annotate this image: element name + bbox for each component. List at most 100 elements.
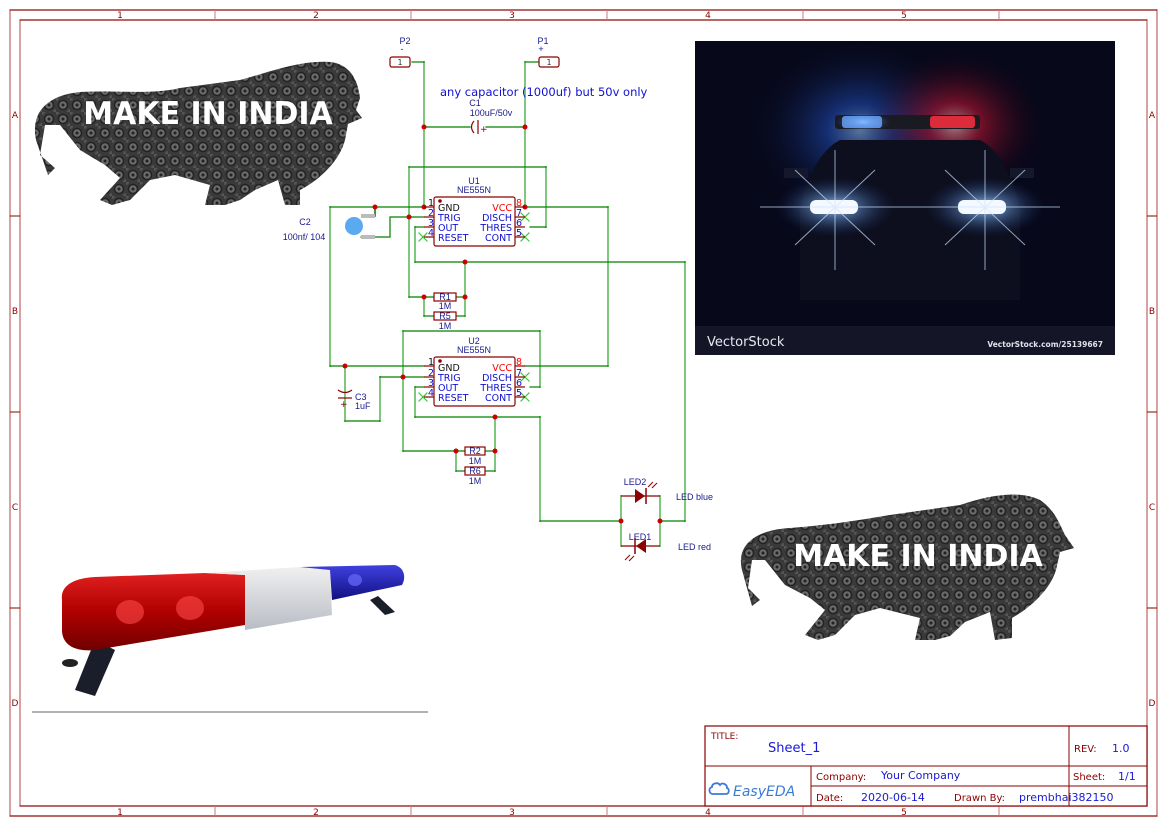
col-label-bottom-1: 1 — [117, 808, 123, 818]
logo-top-text: MAKE IN INDIA — [83, 95, 333, 132]
col-label-bottom-4: 4 — [705, 808, 711, 818]
svg-text:5: 5 — [516, 388, 522, 399]
make-in-india-logo-top: MAKE IN INDIA — [34, 61, 363, 205]
logo-bottom-text: MAKE IN INDIA — [793, 539, 1043, 574]
light-bar-image — [32, 548, 428, 713]
svg-text:RESET: RESET — [438, 233, 469, 244]
svg-text:R2: R2 — [469, 446, 481, 456]
svg-text:+: + — [480, 125, 488, 135]
sheet-frame: 1 2 3 4 5 1 2 3 4 5 A B C D A B C D — [9, 9, 1158, 818]
svg-text:C2: C2 — [299, 217, 311, 227]
led-led1-red[interactable]: LED1 LED red — [621, 532, 711, 562]
date-label: Date: — [816, 793, 843, 804]
svg-text:100uF/50v: 100uF/50v — [470, 108, 513, 118]
svg-text:2: 2 — [428, 368, 434, 379]
svg-text:RESET: RESET — [438, 393, 469, 404]
resistor-r2[interactable]: R2 1M — [464, 446, 486, 466]
svg-text:1: 1 — [546, 58, 551, 67]
row-label-left-a: A — [12, 111, 19, 121]
svg-text:R6: R6 — [469, 466, 481, 476]
svg-text:P2: P2 — [399, 36, 410, 46]
ic-u1-ne555n[interactable]: U1 NE555N 1 2 3 4 GND TRIG OUT RESET VCC… — [424, 176, 525, 247]
wires — [329, 61, 686, 547]
company-value: Your Company — [880, 769, 961, 782]
col-label-top-5: 5 — [901, 11, 907, 21]
junction-dots — [342, 124, 663, 524]
svg-text:1M: 1M — [469, 456, 482, 466]
capacitor-c3[interactable]: + C3 1uF — [337, 389, 371, 411]
make-in-india-logo-bottom: MAKE IN INDIA — [740, 494, 1074, 640]
capacitor-c1[interactable]: C1 100uF/50v + — [469, 98, 513, 135]
svg-text:THRES: THRES — [479, 223, 512, 234]
svg-text:GND: GND — [438, 203, 460, 214]
svg-text:7: 7 — [516, 368, 522, 379]
row-label-right-c: C — [1149, 503, 1155, 513]
svg-text:GND: GND — [438, 363, 460, 374]
resistor-r6[interactable]: R6 1M — [464, 466, 486, 486]
svg-text:6: 6 — [516, 378, 522, 389]
svg-text:100nf/ 104: 100nf/ 104 — [283, 232, 326, 242]
svg-text:R1: R1 — [439, 292, 451, 302]
vectorstock-brand: VectorStock — [707, 335, 785, 350]
capacitor-c2[interactable]: C2 100nf/ 104 — [283, 214, 375, 242]
svg-text:NE555N: NE555N — [457, 185, 491, 195]
col-label-top-4: 4 — [705, 11, 711, 21]
title-block: TITLE: Sheet_1 REV: 1.0 Company: Your Co… — [704, 725, 1148, 807]
svg-text:7: 7 — [516, 208, 522, 219]
title-label: TITLE: — [710, 732, 738, 742]
drawn-by-value: prembhai382150 — [1019, 791, 1114, 804]
row-label-left-c: C — [12, 503, 18, 513]
drawn-by-label: Drawn By: — [954, 793, 1005, 804]
svg-text:5: 5 — [516, 228, 522, 239]
row-label-right-b: B — [1149, 307, 1155, 317]
date-value: 2020-06-14 — [861, 791, 925, 804]
col-label-bottom-3: 3 — [509, 808, 515, 818]
svg-text:OUT: OUT — [438, 383, 458, 394]
sheet-label: Sheet: — [1073, 772, 1105, 783]
resistor-r5[interactable]: R5 1M — [433, 311, 457, 331]
svg-text:LED1: LED1 — [629, 532, 652, 542]
svg-text:CONT: CONT — [485, 233, 512, 244]
svg-text:1M: 1M — [439, 321, 452, 331]
row-label-right-a: A — [1149, 111, 1156, 121]
svg-text:8: 8 — [516, 198, 522, 209]
svg-text:THRES: THRES — [479, 383, 512, 394]
svg-text:1uF: 1uF — [355, 401, 371, 411]
svg-text:1M: 1M — [439, 301, 452, 311]
port-p1[interactable]: P1 + 1 — [537, 36, 560, 68]
svg-text:4: 4 — [428, 388, 434, 399]
svg-text:C3: C3 — [355, 392, 367, 402]
design-note: any capacitor (1000uf) but 50v only — [440, 85, 648, 99]
vectorstock-url: VectorStock.com/25139667 — [987, 340, 1103, 349]
svg-text:U2: U2 — [468, 336, 480, 346]
col-label-bottom-2: 2 — [313, 808, 319, 818]
svg-text:1: 1 — [428, 198, 434, 209]
title-value: Sheet_1 — [768, 741, 820, 756]
svg-text:+: + — [340, 400, 348, 410]
svg-text:-: - — [401, 44, 404, 54]
svg-text:CONT: CONT — [485, 393, 512, 404]
svg-text:1M: 1M — [469, 476, 482, 486]
svg-text:1: 1 — [428, 357, 434, 368]
svg-text:+: + — [538, 44, 543, 54]
svg-text:1: 1 — [397, 58, 402, 67]
led-led2-blue[interactable]: LED2 LED blue — [621, 477, 713, 504]
svg-text:6: 6 — [516, 218, 522, 229]
svg-text:OUT: OUT — [438, 223, 458, 234]
resistor-r1[interactable]: R1 1M — [433, 292, 457, 311]
svg-text:DISCH: DISCH — [482, 373, 512, 384]
svg-text:LED2: LED2 — [624, 477, 647, 487]
port-p2[interactable]: P2 - 1 — [389, 36, 411, 68]
row-label-right-d: D — [1149, 699, 1156, 709]
row-label-left-d: D — [12, 699, 19, 709]
company-label: Company: — [816, 772, 866, 783]
svg-text:3: 3 — [428, 218, 434, 229]
svg-text:P1: P1 — [537, 36, 548, 46]
ic-u2-ne555n[interactable]: U2 NE555N 1 2 3 4 GND TRIG OUT RESET VCC… — [424, 336, 525, 407]
easyeda-logo: EasyEDA — [708, 782, 795, 800]
svg-text:2: 2 — [428, 208, 434, 219]
svg-text:EasyEDA: EasyEDA — [733, 784, 795, 800]
svg-text:NE555N: NE555N — [457, 345, 491, 355]
col-label-top-1: 1 — [117, 11, 123, 21]
